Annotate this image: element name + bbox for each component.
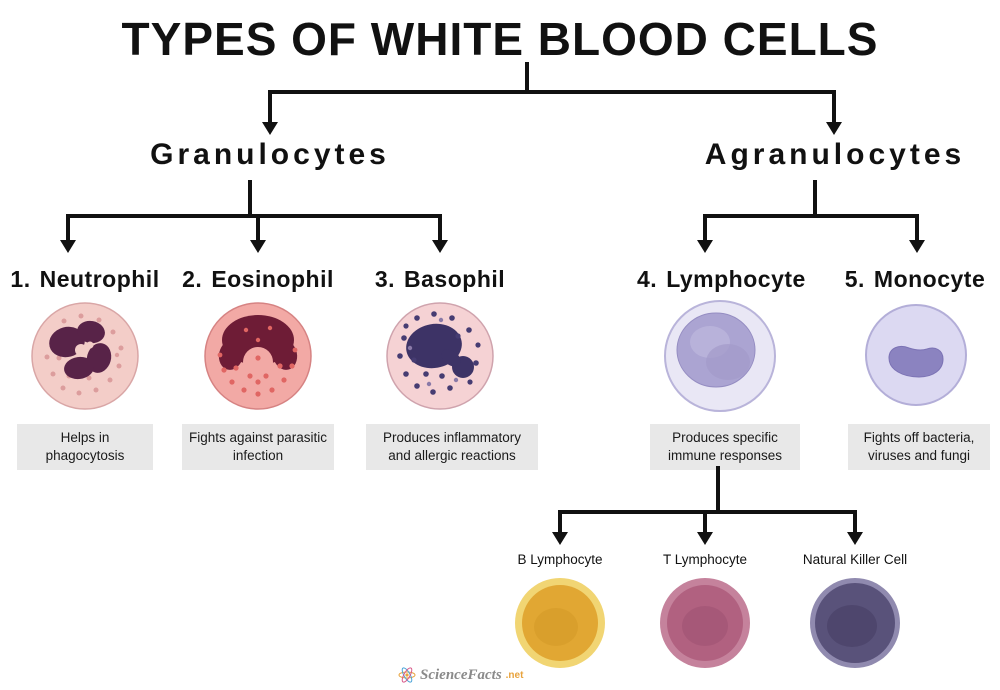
subtype-label-natural-killer-cell: Natural Killer Cell xyxy=(802,552,908,567)
connector-line xyxy=(256,214,260,242)
neutrophil-illustration xyxy=(31,302,139,410)
connector-line xyxy=(832,90,836,124)
arrow-down-icon xyxy=(697,240,713,253)
description-monocyte: Fights off bacteria, viruses and fungi xyxy=(848,424,990,470)
natural-killer-cell-illustration xyxy=(810,578,900,668)
cell-label-lymphocyte: 4. Lymphocyte xyxy=(637,266,806,293)
connector-line xyxy=(438,214,442,242)
arrow-down-icon xyxy=(847,532,863,545)
cell-number: 1. xyxy=(10,266,31,292)
monocyte-illustration xyxy=(865,304,967,406)
arrow-down-icon xyxy=(826,122,842,135)
description-eosinophil: Fights against parasitic infection xyxy=(182,424,334,470)
arrow-down-icon xyxy=(60,240,76,253)
basophil-illustration xyxy=(386,302,494,410)
connector-line xyxy=(525,62,529,90)
cell-number: 2. xyxy=(182,266,203,292)
cell-label-eosinophil: 2. Eosinophil xyxy=(178,266,338,293)
t-lymphocyte-illustration xyxy=(660,578,750,668)
branch-label-granulocytes: Granulocytes xyxy=(150,138,390,171)
cell-number: 3. xyxy=(374,266,396,292)
cell-name: Lymphocyte xyxy=(666,266,806,292)
watermark: ScienceFacts .net xyxy=(398,666,523,684)
cell-name: Basophil xyxy=(404,266,506,292)
cell-name: Monocyte xyxy=(873,266,986,292)
subtype-label-b-lymphocyte: B Lymphocyte xyxy=(517,552,603,567)
cell-name: Neutrophil xyxy=(39,266,160,292)
connector-line xyxy=(716,466,720,510)
connector-line xyxy=(66,214,442,218)
connector-line xyxy=(66,214,70,242)
connector-line xyxy=(813,180,817,214)
subtype-label-t-lymphocyte: T Lymphocyte xyxy=(662,552,748,567)
cell-name: Eosinophil xyxy=(211,266,334,292)
watermark-tld: .net xyxy=(505,669,524,681)
cell-label-monocyte: 5. Monocyte xyxy=(835,266,995,293)
arrow-down-icon xyxy=(697,532,713,545)
diagram-title: TYPES OF WHITE BLOOD CELLS xyxy=(121,13,879,65)
connector-line xyxy=(703,510,707,534)
eosinophil-illustration xyxy=(204,302,312,410)
connector-line xyxy=(558,510,562,534)
lymphocyte-illustration xyxy=(664,300,776,412)
connector-line xyxy=(703,214,919,218)
description-lymphocyte: Produces specific immune responses xyxy=(650,424,800,470)
cell-label-neutrophil: 1. Neutrophil xyxy=(5,266,165,293)
connector-line xyxy=(915,214,919,242)
arrow-down-icon xyxy=(262,122,278,135)
b-lymphocyte-illustration xyxy=(515,578,605,668)
cell-number: 4. xyxy=(637,266,658,292)
cell-label-basophil: 3. Basophil xyxy=(360,266,520,293)
arrow-down-icon xyxy=(909,240,925,253)
description-basophil: Produces inflammatory and allergic react… xyxy=(366,424,538,470)
description-neutrophil: Helps in phagocytosis xyxy=(17,424,153,470)
branch-label-agranulocytes: Agranulocytes xyxy=(704,138,966,171)
cell-number: 5. xyxy=(844,266,865,292)
arrow-down-icon xyxy=(250,240,266,253)
atom-icon xyxy=(398,667,416,683)
arrow-down-icon xyxy=(432,240,448,253)
connector-line xyxy=(558,510,857,514)
connector-line xyxy=(703,214,707,242)
connector-line xyxy=(248,180,252,214)
connector-line xyxy=(268,90,836,94)
arrow-down-icon xyxy=(552,532,568,545)
connector-line xyxy=(268,90,272,124)
watermark-name: ScienceFacts xyxy=(420,666,502,683)
connector-line xyxy=(853,510,857,534)
